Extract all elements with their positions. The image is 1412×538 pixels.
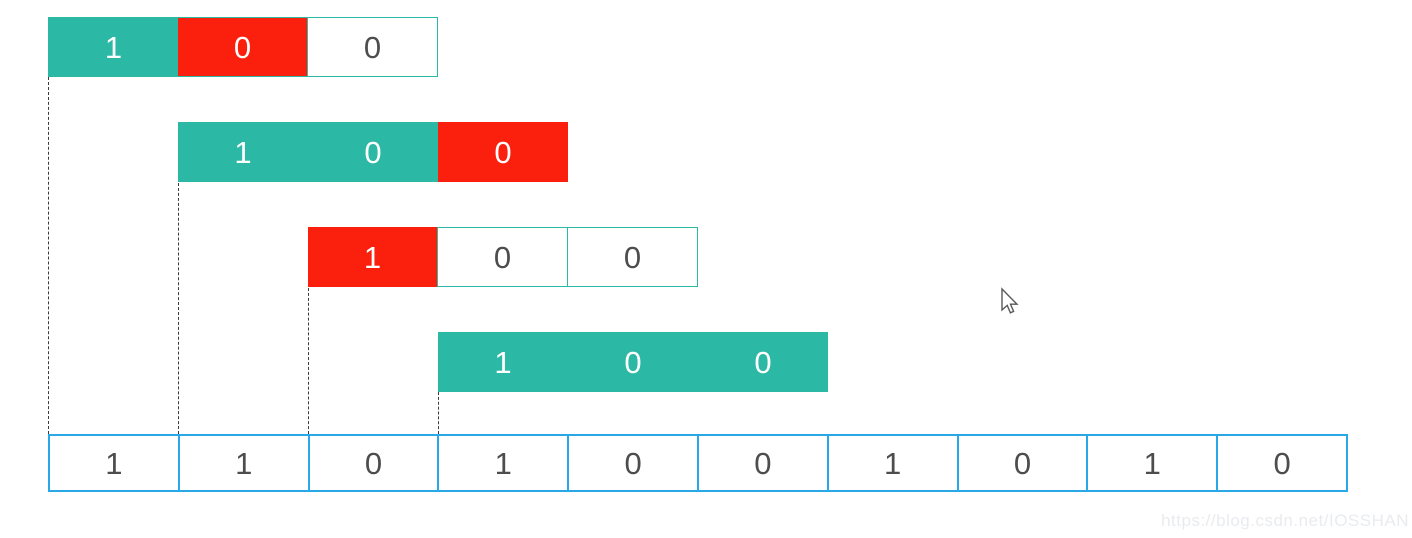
pattern-attempt-3: 1 0 0 (308, 227, 698, 287)
pattern-attempt-4: 1 0 0 (438, 332, 828, 392)
pattern-cell: 0 (568, 227, 698, 287)
pattern-cell: 0 (698, 332, 828, 392)
dashed-guide-line (308, 288, 309, 434)
watermark-url: https://blog.csdn.net/IOSSHAN (1161, 511, 1409, 530)
pattern-attempt-1: 1 0 0 (48, 17, 438, 77)
pattern-attempt-2: 1 0 0 (178, 122, 568, 182)
text-cell: 1 (1086, 436, 1216, 490)
pattern-cell: 0 (437, 227, 568, 287)
text-cell: 0 (956, 436, 1087, 490)
dashed-guide-line (438, 392, 439, 434)
pattern-cell: 1 (49, 18, 178, 76)
pattern-cell: 1 (308, 227, 437, 287)
text-cell: 1 (826, 436, 957, 490)
dashed-guide-line (48, 77, 49, 434)
pattern-cell: 0 (307, 18, 437, 76)
pattern-cell: 1 (178, 122, 308, 182)
pattern-cell: 1 (438, 332, 568, 392)
text-cell: 1 (437, 436, 567, 490)
pattern-cell: 0 (568, 332, 698, 392)
text-cell: 1 (177, 436, 308, 490)
pattern-cell: 0 (178, 18, 307, 76)
text-cell: 0 (307, 436, 438, 490)
text-cell: 0 (696, 436, 827, 490)
text-cell: 0 (567, 436, 697, 490)
text-cell: 0 (1216, 436, 1346, 490)
text-sequence-row: 1 1 0 1 0 0 1 0 1 0 (48, 434, 1348, 492)
text-cell: 1 (105, 445, 123, 481)
dashed-guide-line (178, 183, 179, 434)
mouse-cursor-icon (1001, 287, 1019, 314)
pattern-cell: 0 (438, 122, 568, 182)
pattern-cell: 0 (308, 122, 438, 182)
